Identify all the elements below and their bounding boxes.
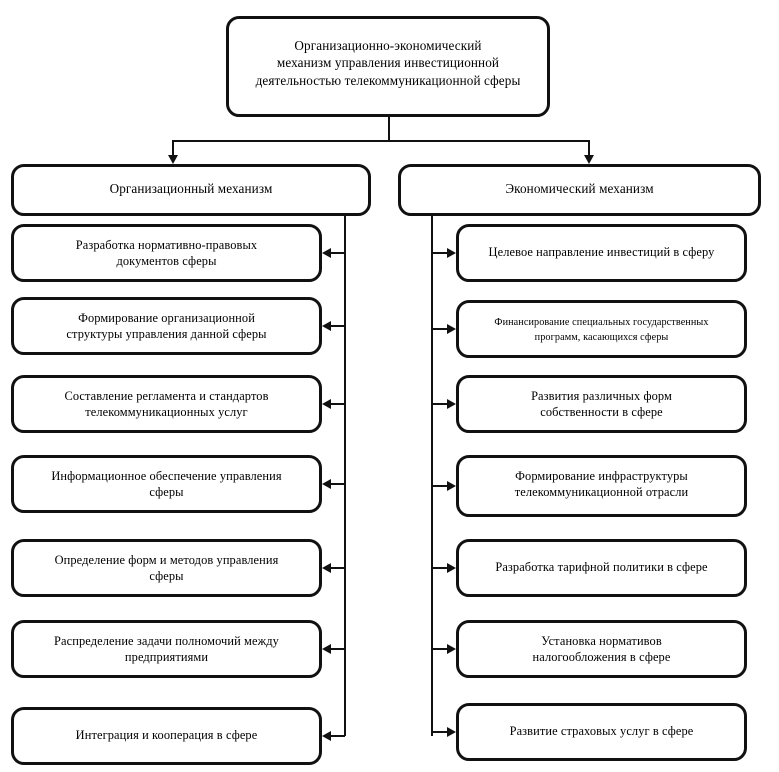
node-econ-item-5-label: Разработка тарифной политики в сфере xyxy=(495,560,708,574)
connector-org-item-5 xyxy=(331,567,345,569)
node-econ-item-3-label: Развития различных форм собственности в … xyxy=(531,389,672,420)
arrowhead-econ-item-1 xyxy=(447,248,456,258)
node-econ-item-7[interactable]: Развитие страховых услуг в сфере xyxy=(456,703,747,761)
node-org-item-7-label: Интеграция и кооперация в сфере xyxy=(75,728,258,742)
node-econ-item-7-label: Развитие страховых услуг в сфере xyxy=(509,724,694,738)
node-branch-organizational-label: Организационный механизм xyxy=(109,181,273,196)
arrowhead-econ-item-7 xyxy=(447,727,456,737)
arrowhead-econ-item-2 xyxy=(447,324,456,334)
node-org-item-4[interactable]: Информационное обеспечение управления сф… xyxy=(11,455,322,513)
connector-econ-item-4 xyxy=(433,485,447,487)
connector-org-item-6 xyxy=(331,648,345,650)
connector-root-drop-left xyxy=(172,140,174,156)
arrowhead-org-item-1 xyxy=(322,248,331,258)
node-org-item-2[interactable]: Формирование организационной структуры у… xyxy=(11,297,322,355)
node-branch-organizational[interactable]: Организационный механизм xyxy=(11,164,371,216)
arrowhead-econ-item-3 xyxy=(447,399,456,409)
node-econ-item-6[interactable]: Установка нормативов налогообложения в с… xyxy=(456,620,747,678)
arrowhead-org-item-2 xyxy=(322,321,331,331)
connector-org-item-2 xyxy=(331,325,345,327)
arrowhead-econ-item-5 xyxy=(447,563,456,573)
connector-trunk-organizational xyxy=(344,214,346,736)
node-org-item-5[interactable]: Определение форм и методов управления сф… xyxy=(11,539,322,597)
arrowhead-org-item-4 xyxy=(322,479,331,489)
node-econ-item-2[interactable]: Финансирование специальных государственн… xyxy=(456,300,747,358)
arrowhead-to-organizational xyxy=(167,155,178,164)
node-org-item-5-label: Определение форм и методов управления сф… xyxy=(54,553,279,584)
connector-root-bus xyxy=(172,140,590,142)
node-branch-economic-label: Экономический механизм xyxy=(505,181,654,196)
node-econ-item-1[interactable]: Целевое направление инвестиций в сферу xyxy=(456,224,747,282)
node-econ-item-3[interactable]: Развития различных форм собственности в … xyxy=(456,375,747,433)
node-root-label: Организационно-экономический механизм уп… xyxy=(255,38,521,88)
arrowhead-econ-item-4 xyxy=(447,481,456,491)
connector-trunk-economic xyxy=(431,214,433,736)
arrowhead-org-item-3 xyxy=(322,399,331,409)
arrowhead-econ-item-6 xyxy=(447,644,456,654)
node-root-mechanism[interactable]: Организационно-экономический механизм уп… xyxy=(226,16,550,117)
node-org-item-1-label: Разработка нормативно-правовых документо… xyxy=(75,238,258,269)
node-econ-item-2-label: Финансирование специальных государственн… xyxy=(494,317,709,343)
node-org-item-6[interactable]: Распределение задачи полномочий между пр… xyxy=(11,620,322,678)
connector-econ-item-3 xyxy=(433,403,447,405)
connector-org-item-3 xyxy=(331,403,345,405)
connector-org-item-1 xyxy=(331,252,345,254)
node-econ-item-1-label: Целевое направление инвестиций в сферу xyxy=(488,245,715,259)
connector-econ-item-5 xyxy=(433,567,447,569)
node-org-item-3[interactable]: Составление регламента и стандартов теле… xyxy=(11,375,322,433)
connector-econ-item-1 xyxy=(433,252,447,254)
node-org-item-2-label: Формирование организационной структуры у… xyxy=(66,311,267,342)
node-org-item-7[interactable]: Интеграция и кооперация в сфере xyxy=(11,707,322,765)
node-econ-item-5[interactable]: Разработка тарифной политики в сфере xyxy=(456,539,747,597)
connector-econ-item-2 xyxy=(433,328,447,330)
connector-org-item-7 xyxy=(331,735,345,737)
node-org-item-1[interactable]: Разработка нормативно-правовых документо… xyxy=(11,224,322,282)
connector-econ-item-6 xyxy=(433,648,447,650)
node-org-item-3-label: Составление регламента и стандартов теле… xyxy=(64,389,269,420)
node-econ-item-4[interactable]: Формирование инфраструктуры телекоммуник… xyxy=(456,455,747,517)
arrowhead-org-item-7 xyxy=(322,731,331,741)
node-branch-economic[interactable]: Экономический механизм xyxy=(398,164,761,216)
connector-econ-item-7 xyxy=(433,731,447,733)
connector-root-stem xyxy=(388,117,390,141)
node-org-item-4-label: Информационное обеспечение управления сф… xyxy=(51,469,282,500)
node-econ-item-4-label: Формирование инфраструктуры телекоммуник… xyxy=(514,469,689,500)
arrowhead-org-item-5 xyxy=(322,563,331,573)
node-econ-item-6-label: Установка нормативов налогообложения в с… xyxy=(532,634,671,665)
arrowhead-to-economic xyxy=(583,155,594,164)
node-org-item-6-label: Распределение задачи полномочий между пр… xyxy=(54,634,279,665)
arrowhead-org-item-6 xyxy=(322,644,331,654)
connector-root-drop-right xyxy=(588,140,590,156)
connector-org-item-4 xyxy=(331,483,345,485)
